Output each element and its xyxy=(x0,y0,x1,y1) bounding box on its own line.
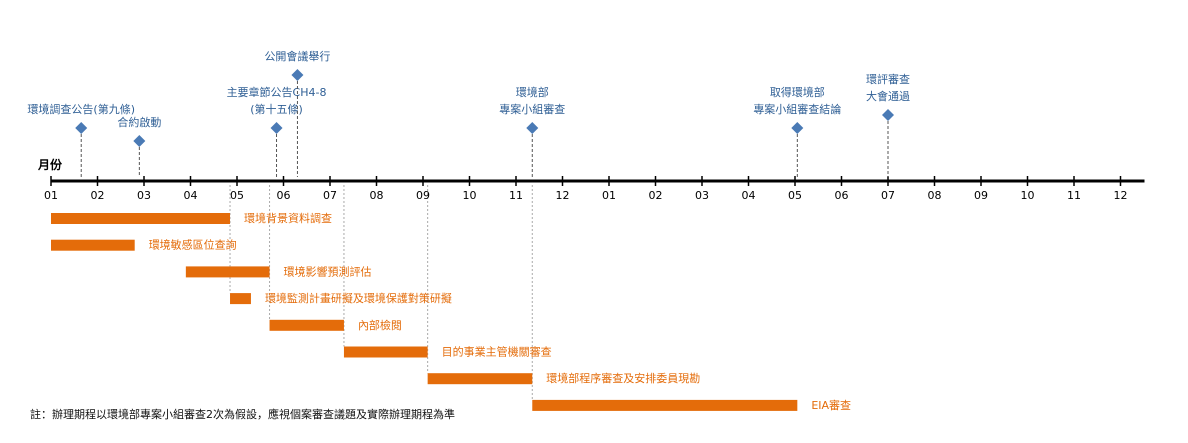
task-bars: 環境背景資料調查環境敏感區位查詢環境影響預測評估環境監測計畫研擬及環境保護對策研… xyxy=(51,211,851,412)
task-bar xyxy=(51,213,231,224)
milestone-marker xyxy=(291,69,304,81)
milestone-label: 取得環境部 xyxy=(770,85,825,99)
tick-label: 01 xyxy=(44,189,58,202)
task-bar xyxy=(269,319,344,331)
task-bar xyxy=(532,399,798,411)
milestone-marker xyxy=(133,135,146,147)
month-axis: 月份 01 02 03 04 05 06 07 08 09 10 11 12 01 02 03 04 05 06 07… xyxy=(37,157,1145,202)
milestone-label: 主要章節公告CH4-8 xyxy=(227,85,327,99)
milestone-label: (第十五條) xyxy=(250,102,303,116)
task-label: 環境部程序審查及安排委員現勘 xyxy=(546,371,700,385)
milestone-marker xyxy=(791,122,804,134)
tick-label: 06 xyxy=(277,189,291,202)
milestone-label: 環境調查公告(第九條) xyxy=(27,102,135,116)
task-bar xyxy=(230,293,251,305)
task-label: 環境敏感區位查詢 xyxy=(149,238,237,252)
tick-label: 01 xyxy=(602,189,616,202)
tick-label: 03 xyxy=(137,189,151,202)
milestone-label: 環評審查 xyxy=(866,72,910,86)
tick-label: 05 xyxy=(230,189,244,202)
tick-label: 07 xyxy=(323,189,337,202)
tick-label: 04 xyxy=(184,189,198,202)
task-bar xyxy=(427,373,533,385)
milestone-label: 環境部 xyxy=(516,85,549,99)
tick-label: 08 xyxy=(928,189,942,202)
tick-label: 12 xyxy=(556,189,570,202)
tick-label: 12 xyxy=(1114,189,1128,202)
task-label: 環境背景資料調查 xyxy=(244,211,332,225)
axis-label: 月份 xyxy=(37,157,63,172)
tick-label: 06 xyxy=(835,189,849,202)
tick-label: 11 xyxy=(1067,189,1081,202)
tick-label: 09 xyxy=(416,189,430,202)
milestone-label: 專案小組審查結論 xyxy=(753,102,841,116)
task-bar xyxy=(51,239,135,251)
tick-label: 05 xyxy=(788,189,802,202)
task-label: 環境影響預測評估 xyxy=(284,264,372,278)
milestone-marker xyxy=(882,109,894,121)
task-bar xyxy=(185,266,270,278)
tick-label: 02 xyxy=(649,189,663,202)
tick-label: 03 xyxy=(695,189,709,202)
tick-label: 04 xyxy=(742,189,756,202)
task-label: 目的事業主管機關審查 xyxy=(442,345,552,359)
tick-label: 10 xyxy=(1021,189,1035,202)
task-bar xyxy=(343,346,428,358)
task-label: 內部檢閱 xyxy=(358,318,402,332)
tick-label: 02 xyxy=(91,189,105,202)
milestone-marker xyxy=(75,122,88,134)
milestone-label: 專案小組審查 xyxy=(499,102,565,116)
milestones: 環境調查公告(第九條)合約啟動 主要章節公告CH4-8 (第十五條) 公開會議舉行環境… xyxy=(27,49,910,177)
tick-label: 08 xyxy=(370,189,384,202)
guide-lines xyxy=(229,185,533,400)
milestone-label: 合約啟動 xyxy=(117,115,161,129)
footnote: 註：辦理期程以環境部專案小組審查2次為假設，應視個案審查議題及實際辦理期程為準 xyxy=(30,408,455,421)
milestone-marker xyxy=(526,122,539,134)
tick-label: 09 xyxy=(974,189,988,202)
milestone-label: 公開會議舉行 xyxy=(264,49,330,63)
milestone-marker xyxy=(270,122,283,134)
milestone-label: 大會通過 xyxy=(866,89,910,103)
task-label: 環境監測計畫研擬及環境保護對策研擬 xyxy=(265,291,452,305)
tick-label: 11 xyxy=(509,189,523,202)
task-label: EIA審查 xyxy=(811,398,851,412)
tick-label: 07 xyxy=(881,189,895,202)
tick-label: 10 xyxy=(463,189,477,202)
